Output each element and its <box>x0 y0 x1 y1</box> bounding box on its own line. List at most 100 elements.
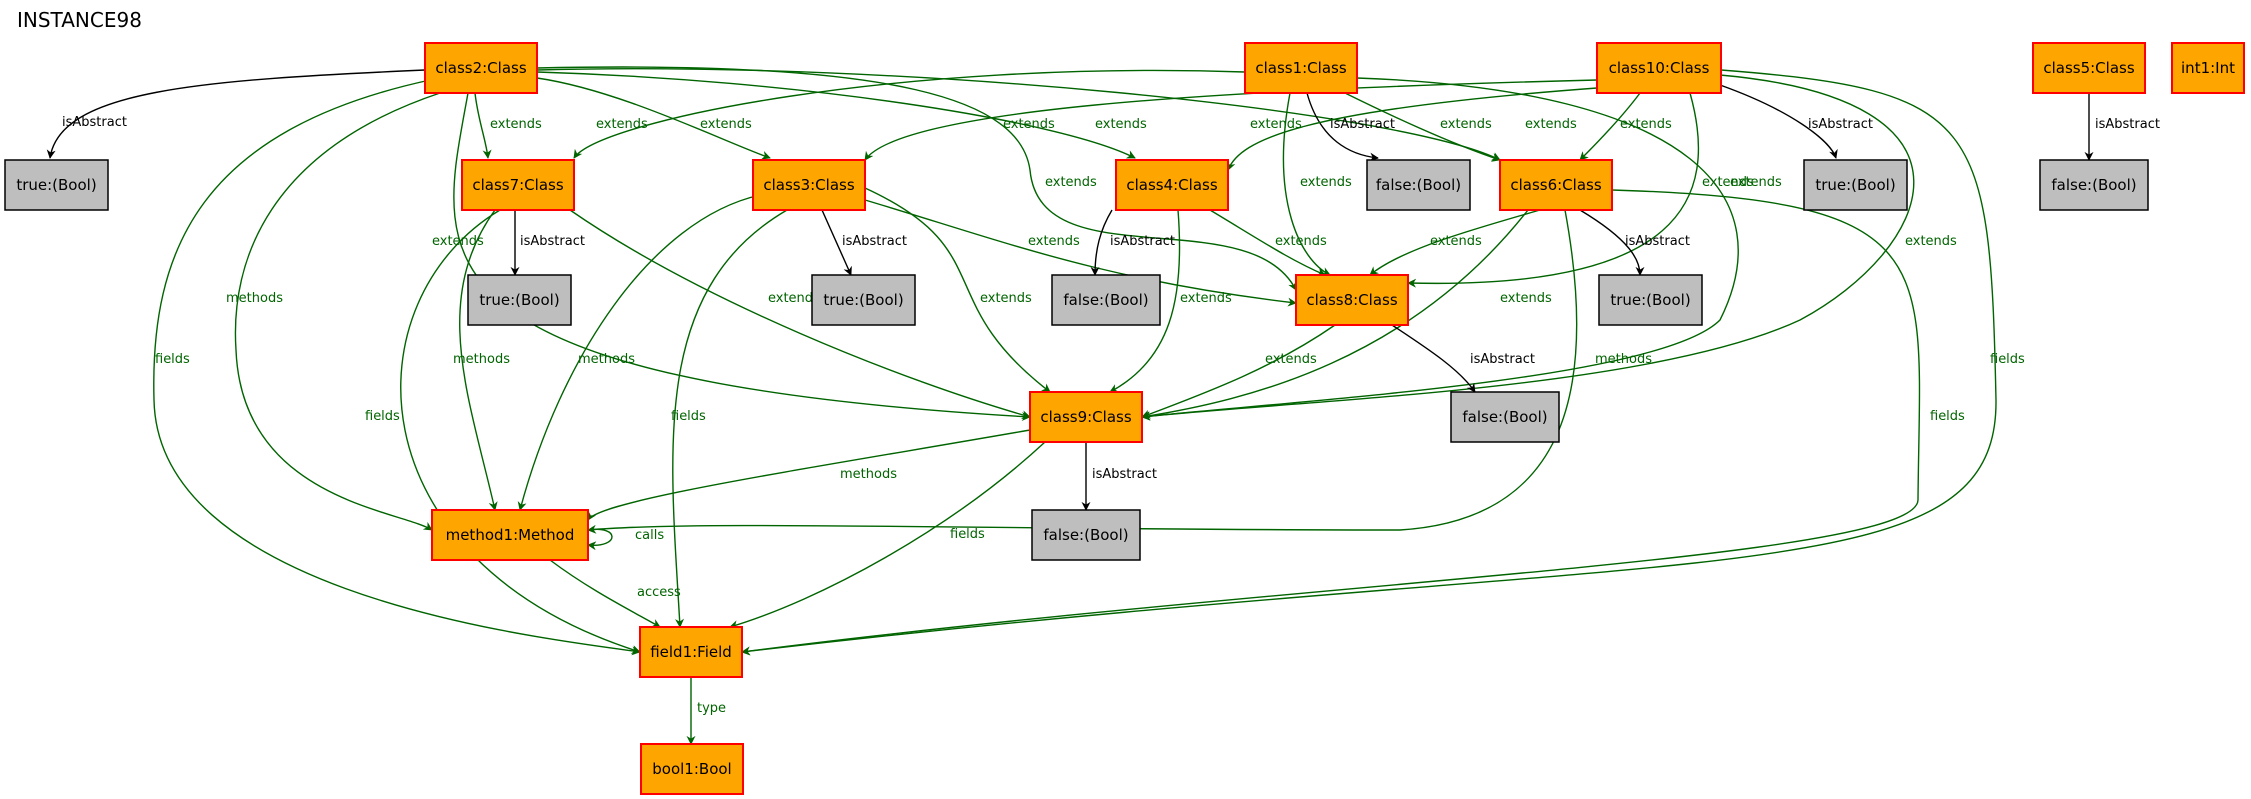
edge-label: methods <box>578 352 635 367</box>
node-bool1[interactable]: bool1:Bool <box>640 743 744 795</box>
object-box <box>424 42 538 94</box>
edge-class9-methods-method1: methods <box>587 429 1031 521</box>
diagram-title: INSTANCE98 <box>17 8 142 32</box>
node-class5[interactable]: class5:Class <box>2032 42 2146 94</box>
node-b_true_c10[interactable]: true:(Bool) <box>1803 159 1908 211</box>
node-label: true:(Bool) <box>823 291 903 309</box>
edge-line <box>1141 324 1336 419</box>
edge-label: type <box>697 701 726 716</box>
edge-line <box>573 69 1246 159</box>
edge-class10-extends-class4: extends <box>1226 87 1598 171</box>
edge-label: methods <box>840 467 897 482</box>
node-label: true:(Bool) <box>16 176 96 194</box>
edge-line <box>1141 77 1739 421</box>
object-box <box>1115 159 1229 211</box>
value-box <box>1051 274 1161 326</box>
node-method1[interactable]: method1:Method <box>431 509 589 561</box>
node-label: class7:Class <box>472 176 563 194</box>
node-class9[interactable]: class9:Class <box>1029 391 1143 443</box>
node-label: false:(Bool) <box>1043 526 1128 544</box>
edge-line <box>536 66 1297 291</box>
edge-class6-extends-class8: extends <box>1369 209 1541 276</box>
edge-line <box>741 69 1997 656</box>
node-b_true_c7[interactable]: true:(Bool) <box>467 274 572 326</box>
edge-label: isAbstract <box>1110 234 1175 249</box>
edge-class3-isAbstract-b_true_c3: isAbstract <box>821 209 907 276</box>
edge-line <box>1090 209 1113 276</box>
edge-class2-extends-class8: extends <box>536 66 1297 291</box>
node-class4[interactable]: class4:Class <box>1115 159 1229 211</box>
edge-field1-type-bool1: type <box>686 677 726 745</box>
object-box <box>1029 391 1143 443</box>
node-class6[interactable]: class6:Class <box>1499 159 1613 211</box>
edge-label: extends <box>1525 117 1577 132</box>
node-b_true_c3[interactable]: true:(Bool) <box>811 274 916 326</box>
edge-label: isAbstract <box>1092 467 1157 482</box>
edge-line <box>1407 92 1700 288</box>
edge-class2-extends-class6: extends <box>536 68 1501 161</box>
object-box <box>640 743 744 795</box>
edge-line <box>153 79 641 656</box>
edge-line <box>1344 92 1501 162</box>
edge-class4-extends-class8: extends <box>1209 209 1327 276</box>
edge-line <box>741 189 1921 656</box>
edge-line <box>474 92 492 159</box>
node-class8[interactable]: class8:Class <box>1295 274 1409 326</box>
edge-class4-extends-class9: extends <box>1109 209 1232 393</box>
edge-class4-isAbstract-b_false_c4: isAbstract <box>1090 209 1175 276</box>
node-b_true_c2[interactable]: true:(Bool) <box>4 159 109 211</box>
node-b_false_c1[interactable]: false:(Bool) <box>1366 159 1471 211</box>
edge-class2-extends-class7: extends <box>474 92 542 159</box>
edge-label: extends <box>1500 291 1552 306</box>
edge-label: methods <box>226 291 283 306</box>
edge-line <box>864 199 1297 307</box>
node-field1[interactable]: field1:Field <box>639 626 743 678</box>
value-box <box>1031 509 1141 561</box>
node-b_false_c4[interactable]: false:(Bool) <box>1051 274 1161 326</box>
node-label: bool1:Bool <box>652 760 731 778</box>
edge-label: extends <box>1275 234 1327 249</box>
edge-label: extends <box>1430 234 1482 249</box>
node-class3[interactable]: class3:Class <box>752 159 866 211</box>
edge-label: extends <box>1905 234 1957 249</box>
edge-class1-extends-class7: extends <box>573 69 1246 159</box>
node-b_false_c8[interactable]: false:(Bool) <box>1450 391 1560 443</box>
edge-line <box>1141 209 1529 421</box>
edge-label: isAbstract <box>1470 352 1535 367</box>
edge-label: extends <box>490 117 542 132</box>
edge-label: isAbstract <box>1625 234 1690 249</box>
edge-label: fields <box>1990 352 2025 367</box>
node-class7[interactable]: class7:Class <box>461 159 575 211</box>
edge-class7-extends-class9: extends <box>569 209 1031 420</box>
edge-label: extends <box>1180 291 1232 306</box>
node-b_true_c6[interactable]: true:(Bool) <box>1598 274 1703 326</box>
edge-label: extends <box>596 117 648 132</box>
edge-line <box>587 209 1578 534</box>
node-class2[interactable]: class2:Class <box>424 42 538 94</box>
node-int1[interactable]: int1:Int <box>2171 42 2245 94</box>
edge-line <box>672 209 788 628</box>
edge-class3-extends-class9: extends <box>864 187 1051 393</box>
edge-class7-fields-field1: fields <box>365 209 641 654</box>
edge-line <box>729 441 1046 629</box>
edge-class6-fields-field1: fields <box>741 189 1965 656</box>
value-box <box>811 274 916 326</box>
value-box <box>4 159 109 211</box>
edge-label: extends <box>1730 175 1782 190</box>
node-class10[interactable]: class10:Class <box>1596 42 1722 94</box>
node-label: method1:Method <box>446 526 575 544</box>
node-b_false_c9[interactable]: false:(Bool) <box>1031 509 1141 561</box>
node-label: class10:Class <box>1609 59 1710 77</box>
node-b_false_c5[interactable]: false:(Bool) <box>2039 159 2149 211</box>
node-class1[interactable]: class1:Class <box>1244 42 1358 94</box>
edge-label: isAbstract <box>520 234 585 249</box>
edge-line <box>1579 209 1645 276</box>
node-label: false:(Bool) <box>2051 176 2136 194</box>
edge-line <box>549 559 661 628</box>
edge-label: extends <box>700 117 752 132</box>
edge-label: fields <box>155 352 190 367</box>
edge-line <box>400 209 641 654</box>
object-box <box>1596 42 1722 94</box>
